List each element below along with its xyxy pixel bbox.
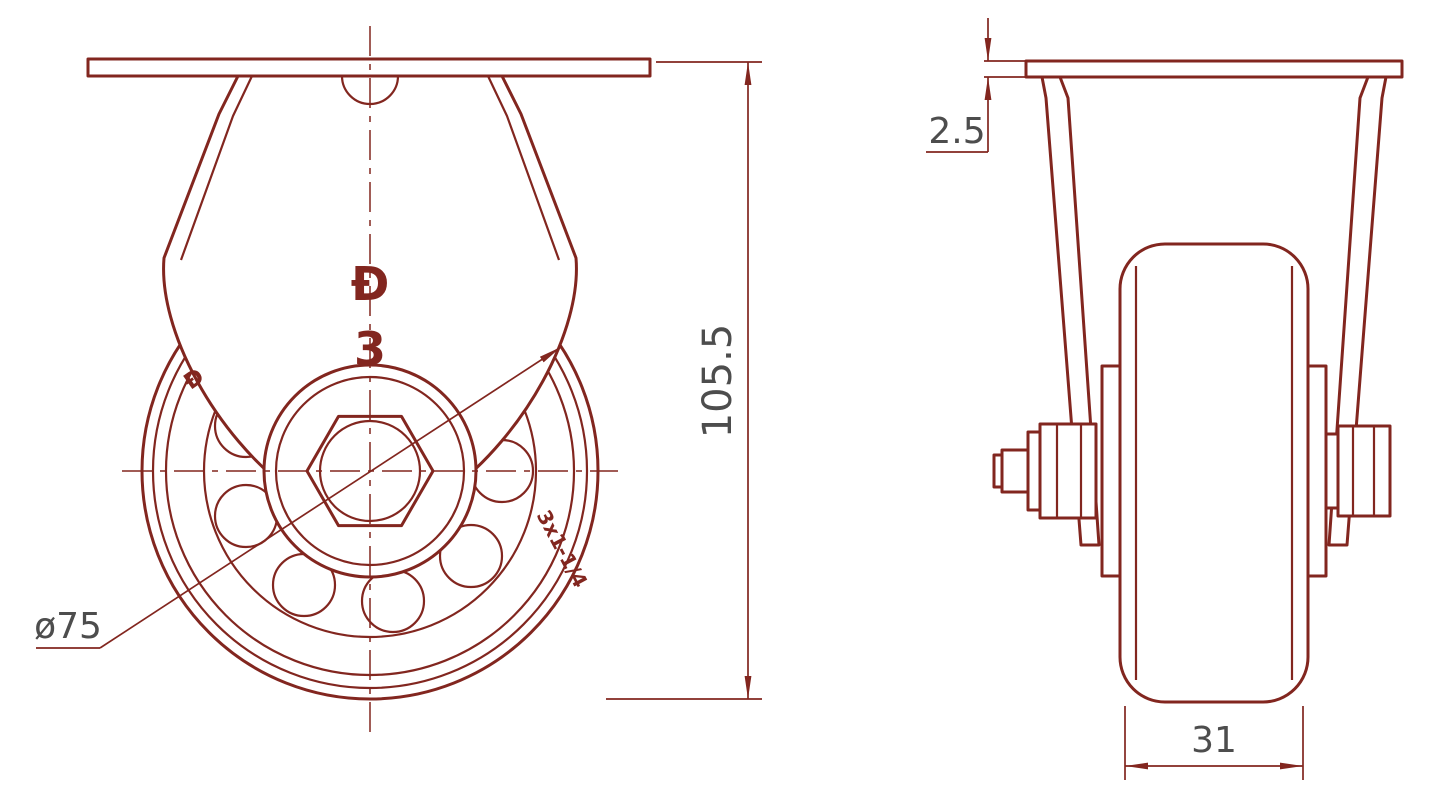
diameter-dimension: ø75 xyxy=(34,346,562,649)
side-plate xyxy=(1024,59,1404,79)
bearing-ball xyxy=(438,523,504,589)
hub-boss-right xyxy=(1306,364,1328,578)
height-label: 105.5 xyxy=(695,324,741,439)
side-axle-assembly xyxy=(992,422,1392,520)
front-plate xyxy=(86,57,652,78)
axle-hex-nut-left xyxy=(1038,422,1098,520)
front-view: Đ 3 Đ 3x1-1/4 ø75 105.5 xyxy=(34,26,762,736)
axle-washer-left xyxy=(1026,430,1042,512)
hub-boss-left xyxy=(1100,364,1122,578)
thickness-dimension: 2.5 xyxy=(926,18,1030,153)
fork-contour-line xyxy=(179,75,253,261)
axle-hex-nut-right xyxy=(1336,424,1392,518)
width-label: 31 xyxy=(1191,720,1237,761)
bearing-ball xyxy=(360,568,426,634)
axle-washer-right xyxy=(1324,432,1340,510)
height-dimension: 105.5 xyxy=(606,61,762,700)
fork-contour-line xyxy=(487,75,561,261)
thickness-label: 2.5 xyxy=(928,111,985,152)
wheel-side-profile xyxy=(1118,242,1310,704)
axle-end xyxy=(1000,448,1030,494)
width-dimension: 31 xyxy=(1124,706,1304,780)
diameter-leader-line xyxy=(99,346,562,649)
diameter-label: ø75 xyxy=(34,606,102,647)
side-wheel xyxy=(1118,242,1310,704)
side-view: 2.5 31 xyxy=(926,18,1404,780)
